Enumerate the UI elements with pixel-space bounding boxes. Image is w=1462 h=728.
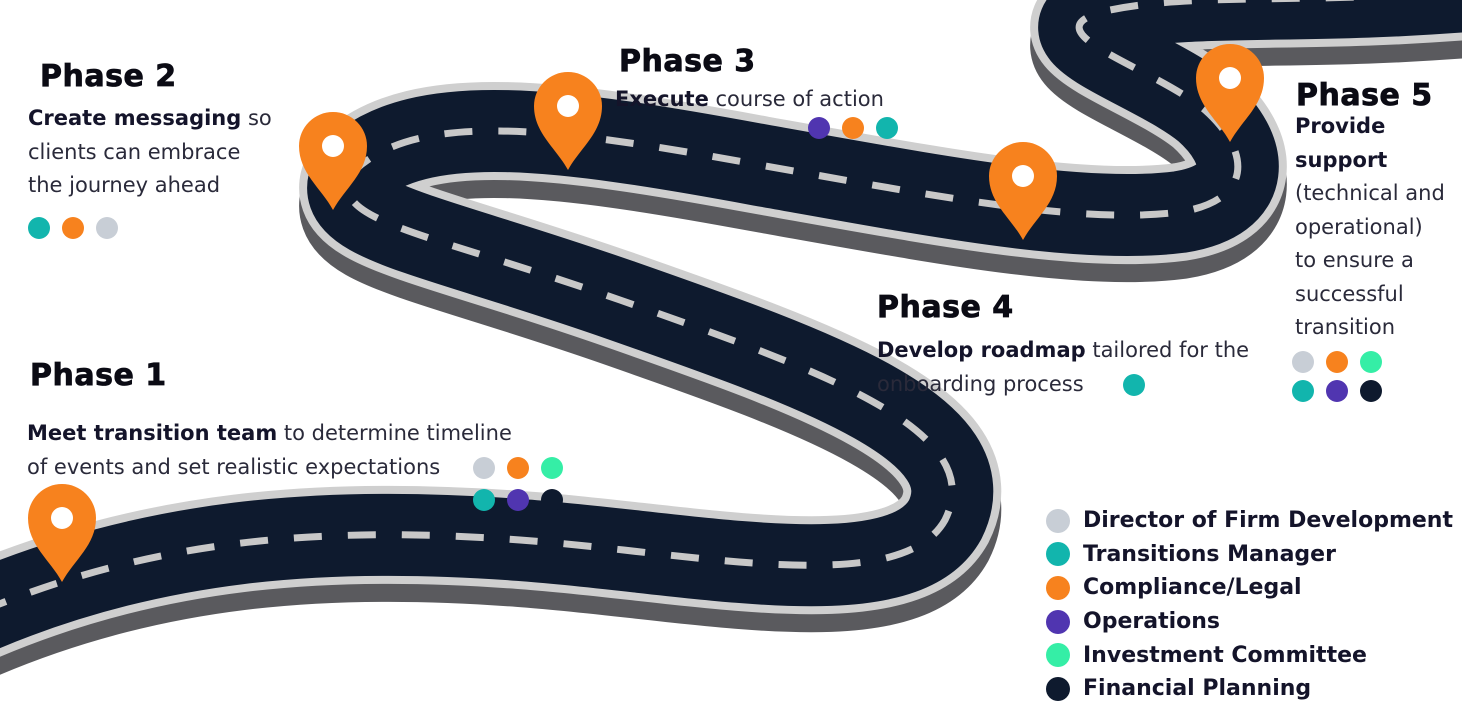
phase-4-description: Develop roadmap tailored for the onboard… [877,334,1249,401]
legend-label: Transitions Manager [1083,541,1336,567]
phase-5-line4: operational) [1295,214,1423,239]
phase-5-pin [1196,44,1264,142]
phase-5-description: Provide support (technical and operation… [1295,110,1445,345]
phase-5-line3: (technical and [1295,181,1445,205]
role-dot-director [1292,351,1314,373]
legend-item-transitions: Transitions Manager [1046,538,1453,572]
role-dot-transitions [1292,380,1314,402]
role-dot-planning [541,489,563,511]
phase-2-bold: Create messaging [28,106,242,130]
legend-dot-compliance [1046,575,1070,600]
legend-item-operations: Operations [1046,605,1453,639]
phase-3-title: Phase 3 [619,44,756,80]
phase-2-line2: clients can embrace [28,139,241,164]
phase-5-role-dots-bottom [1292,380,1382,402]
legend-label: Compliance/Legal [1083,575,1302,601]
phase-5-bold-1: Provide [1295,114,1386,138]
legend-item-planning: Financial Planning [1046,672,1453,706]
phase-3-role-dots [808,117,898,139]
legend-item-investment: Investment Committee [1046,638,1453,672]
legend-dot-planning [1046,676,1070,701]
phase-5-line7: transition [1295,315,1396,339]
role-dot-compliance [1326,351,1348,373]
legend-dot-director [1046,508,1070,533]
legend-label: Operations [1083,609,1220,635]
phase-5-role-dots-top [1292,351,1382,373]
role-dot-compliance [507,457,529,479]
role-dot-planning [1360,380,1382,402]
phase-3-pin [534,72,602,170]
role-dot-transitions [473,489,495,511]
legend-item-director: Director of Firm Development [1046,504,1453,538]
phase-1-bold: Meet transition team [27,421,278,445]
role-dot-transitions [28,217,50,239]
phase-2-text: so [241,106,272,130]
phase-1-role-dots-bottom [473,489,563,511]
phase-2-line3: the journey ahead [28,173,221,197]
role-dot-operations [808,117,830,139]
phase-4-bold: Develop roadmap [877,338,1086,362]
phase-4-text: tailored for the [1085,338,1250,362]
phase-2-title: Phase 2 [40,59,177,95]
phase-5-line6: successful [1295,281,1404,306]
legend-label: Investment Committee [1083,642,1367,668]
phase-2-role-dots [28,217,118,239]
role-dot-director [473,457,495,479]
phase-5-title: Phase 5 [1296,78,1433,114]
role-dot-operations [1326,380,1348,402]
phase-3-bold: Execute [615,87,709,111]
legend-dot-operations [1046,609,1070,634]
legend-dot-transitions [1046,542,1070,567]
phase-1-description: Meet transition team to determine timeli… [27,417,512,484]
role-dot-operations [507,489,529,511]
phase-3-description: Execute course of action [615,83,884,117]
phase-5-line5: to ensure a [1295,248,1414,272]
phase-3-text: course of action [708,87,884,111]
role-dot-investment [541,457,563,479]
phase-4-line2: onboarding process [877,371,1084,396]
phase-1-role-dots-top [473,457,563,479]
role-dot-compliance [62,217,84,239]
phase-1-line2: of events and set realistic expectations [27,454,441,479]
role-dot-investment [1360,351,1382,373]
phase-1-title: Phase 1 [30,358,167,394]
role-dot-transitions [876,117,898,139]
phase-4-title: Phase 4 [877,290,1014,326]
phase-1-text: to determine timeline [277,421,512,445]
phase-2-description: Create messaging so clients can embrace … [28,102,272,203]
legend-dot-investment [1046,643,1070,668]
phase-5-bold-2: support [1295,147,1388,172]
role-dot-director [96,217,118,239]
phase-4-role-dots [1123,374,1145,396]
phase-4-pin [989,142,1057,240]
role-legend: Director of Firm Development Transitions… [1046,504,1453,706]
phase-1-pin [28,484,96,582]
phase-2-pin [299,112,367,210]
role-dot-compliance [842,117,864,139]
legend-item-compliance: Compliance/Legal [1046,571,1453,605]
legend-label: Director of Firm Development [1083,508,1453,534]
legend-label: Financial Planning [1083,676,1312,702]
role-dot-transitions [1123,374,1145,396]
